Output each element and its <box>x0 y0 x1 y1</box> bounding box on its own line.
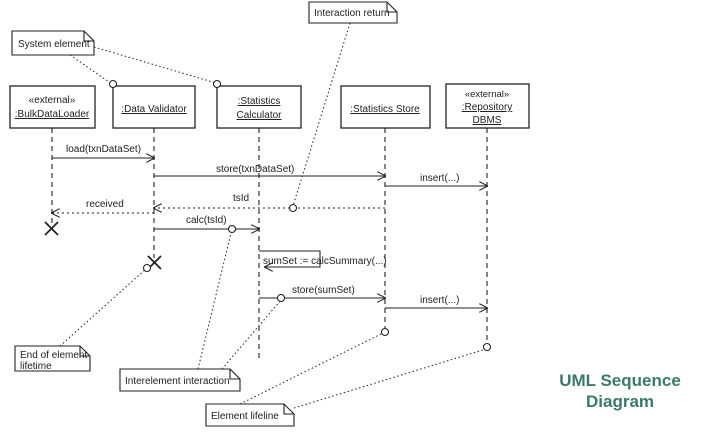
note-element-lifeline-text: Element lifeline <box>211 411 279 422</box>
message-received-label: received <box>86 199 124 210</box>
anchor-circle <box>276 293 286 303</box>
connector-system-element-1 <box>69 54 113 85</box>
participant-bulk-data-loader: «external» :BulkDataLoader <box>9 85 96 129</box>
note-end-of-lifetime-line1: End of element <box>20 350 87 361</box>
anchor-circle <box>108 79 118 89</box>
note-element-lifeline: Element lifeline <box>205 403 295 427</box>
note-end-of-lifetime: End of element lifetime <box>14 345 91 372</box>
note-interelement-interaction-text: Interelement interaction <box>125 376 230 387</box>
message-tsid-label: tsId <box>233 193 249 204</box>
note-system-element: System element <box>11 30 95 56</box>
caption-line1: UML Sequence <box>559 371 681 390</box>
participant-name: :Data Validator <box>121 104 187 115</box>
anchor-circle <box>380 327 390 337</box>
destroy-mark-bulk-data-loader <box>44 221 59 236</box>
participant-stereotype: «external» <box>29 95 76 106</box>
diagram-caption: UML Sequence Diagram <box>540 370 700 412</box>
message-calc-summary-self <box>259 250 321 267</box>
participant-repository-dbms: «external» :Repository DBMS <box>445 83 530 129</box>
anchor-circle <box>288 203 298 213</box>
anchor-circle <box>212 79 222 89</box>
note-end-of-lifetime-line2: lifetime <box>20 361 52 372</box>
caption-line2: Diagram <box>585 392 655 411</box>
message-store-txn-label: store(txnDataSet) <box>216 164 294 175</box>
connector-element-lifeline-1 <box>239 332 384 405</box>
message-insert-1-label: insert(...) <box>420 173 459 184</box>
note-interelement-interaction: Interelement interaction <box>119 368 241 392</box>
participant-name-line2: DBMS <box>473 115 502 126</box>
participant-statistics-calculator: :Statistics Calculator <box>216 85 302 129</box>
connector-element-lifeline-2 <box>293 348 487 409</box>
participant-name: :Statistics Store <box>350 104 420 115</box>
note-system-element-text: System element <box>18 39 90 50</box>
participant-name-line1: :Statistics <box>238 96 281 107</box>
message-calc-label: calc(tsId) <box>186 215 227 226</box>
participant-name-line1: :Repository <box>462 102 513 113</box>
participant-data-validator: :Data Validator <box>112 85 196 129</box>
anchor-circle <box>482 342 492 352</box>
anchor-circle <box>227 224 237 234</box>
participant-name: :BulkDataLoader <box>15 109 90 120</box>
message-store-sum-label: store(sumSet) <box>292 285 355 296</box>
participant-statistics-store: :Statistics Store <box>340 85 431 129</box>
message-calc-summary-label: sumSet := calcSummary(...) <box>263 256 387 267</box>
connector-interelement-2 <box>221 299 282 370</box>
message-insert-2-label: insert(...) <box>420 295 459 306</box>
note-interaction-return: Interaction return <box>308 1 398 24</box>
anchor-circle <box>142 263 152 273</box>
connector-interelement-1 <box>197 228 233 370</box>
note-interaction-return-text: Interaction return <box>314 8 390 19</box>
participant-stereotype: «external» <box>465 89 509 100</box>
participant-name-line2: Calculator <box>236 110 282 121</box>
connector-system-element-2 <box>93 46 217 84</box>
message-load-label: load(txnDataSet) <box>66 144 141 155</box>
connector-end-of-lifetime <box>59 267 148 347</box>
